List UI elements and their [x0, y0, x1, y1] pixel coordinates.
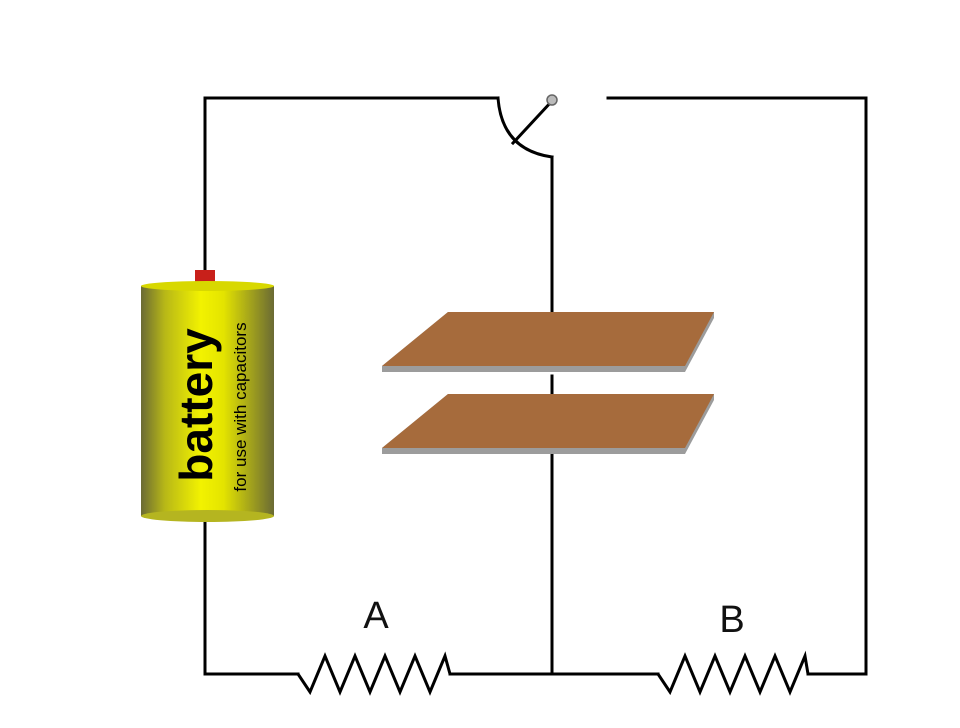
switch-curve — [496, 96, 554, 159]
capacitor-plate-top — [382, 312, 714, 372]
switch[interactable] — [496, 94, 558, 159]
battery-top-cap — [141, 281, 274, 291]
battery-body — [141, 286, 274, 516]
resistor-b: B — [656, 599, 810, 696]
wire-right-loop — [606, 96, 868, 676]
battery-bottom-cap — [141, 510, 274, 522]
wire-left-top — [203, 96, 500, 272]
battery: battery for use with capacitors — [141, 270, 274, 522]
capacitor — [382, 312, 714, 454]
wires — [203, 96, 868, 676]
resistor-b-zigzag — [656, 650, 810, 696]
switch-pivot — [546, 94, 558, 106]
battery-subtitle: for use with capacitors — [231, 322, 250, 491]
wire-left-bottom — [203, 518, 300, 676]
resistor-a: A — [296, 595, 452, 696]
resistor-b-label: B — [719, 599, 744, 641]
resistor-a-label: A — [363, 595, 389, 637]
capacitor-plate-bottom — [382, 394, 714, 454]
battery-title: battery — [170, 328, 222, 482]
switch-lever — [510, 98, 555, 146]
resistor-a-zigzag — [296, 651, 452, 696]
